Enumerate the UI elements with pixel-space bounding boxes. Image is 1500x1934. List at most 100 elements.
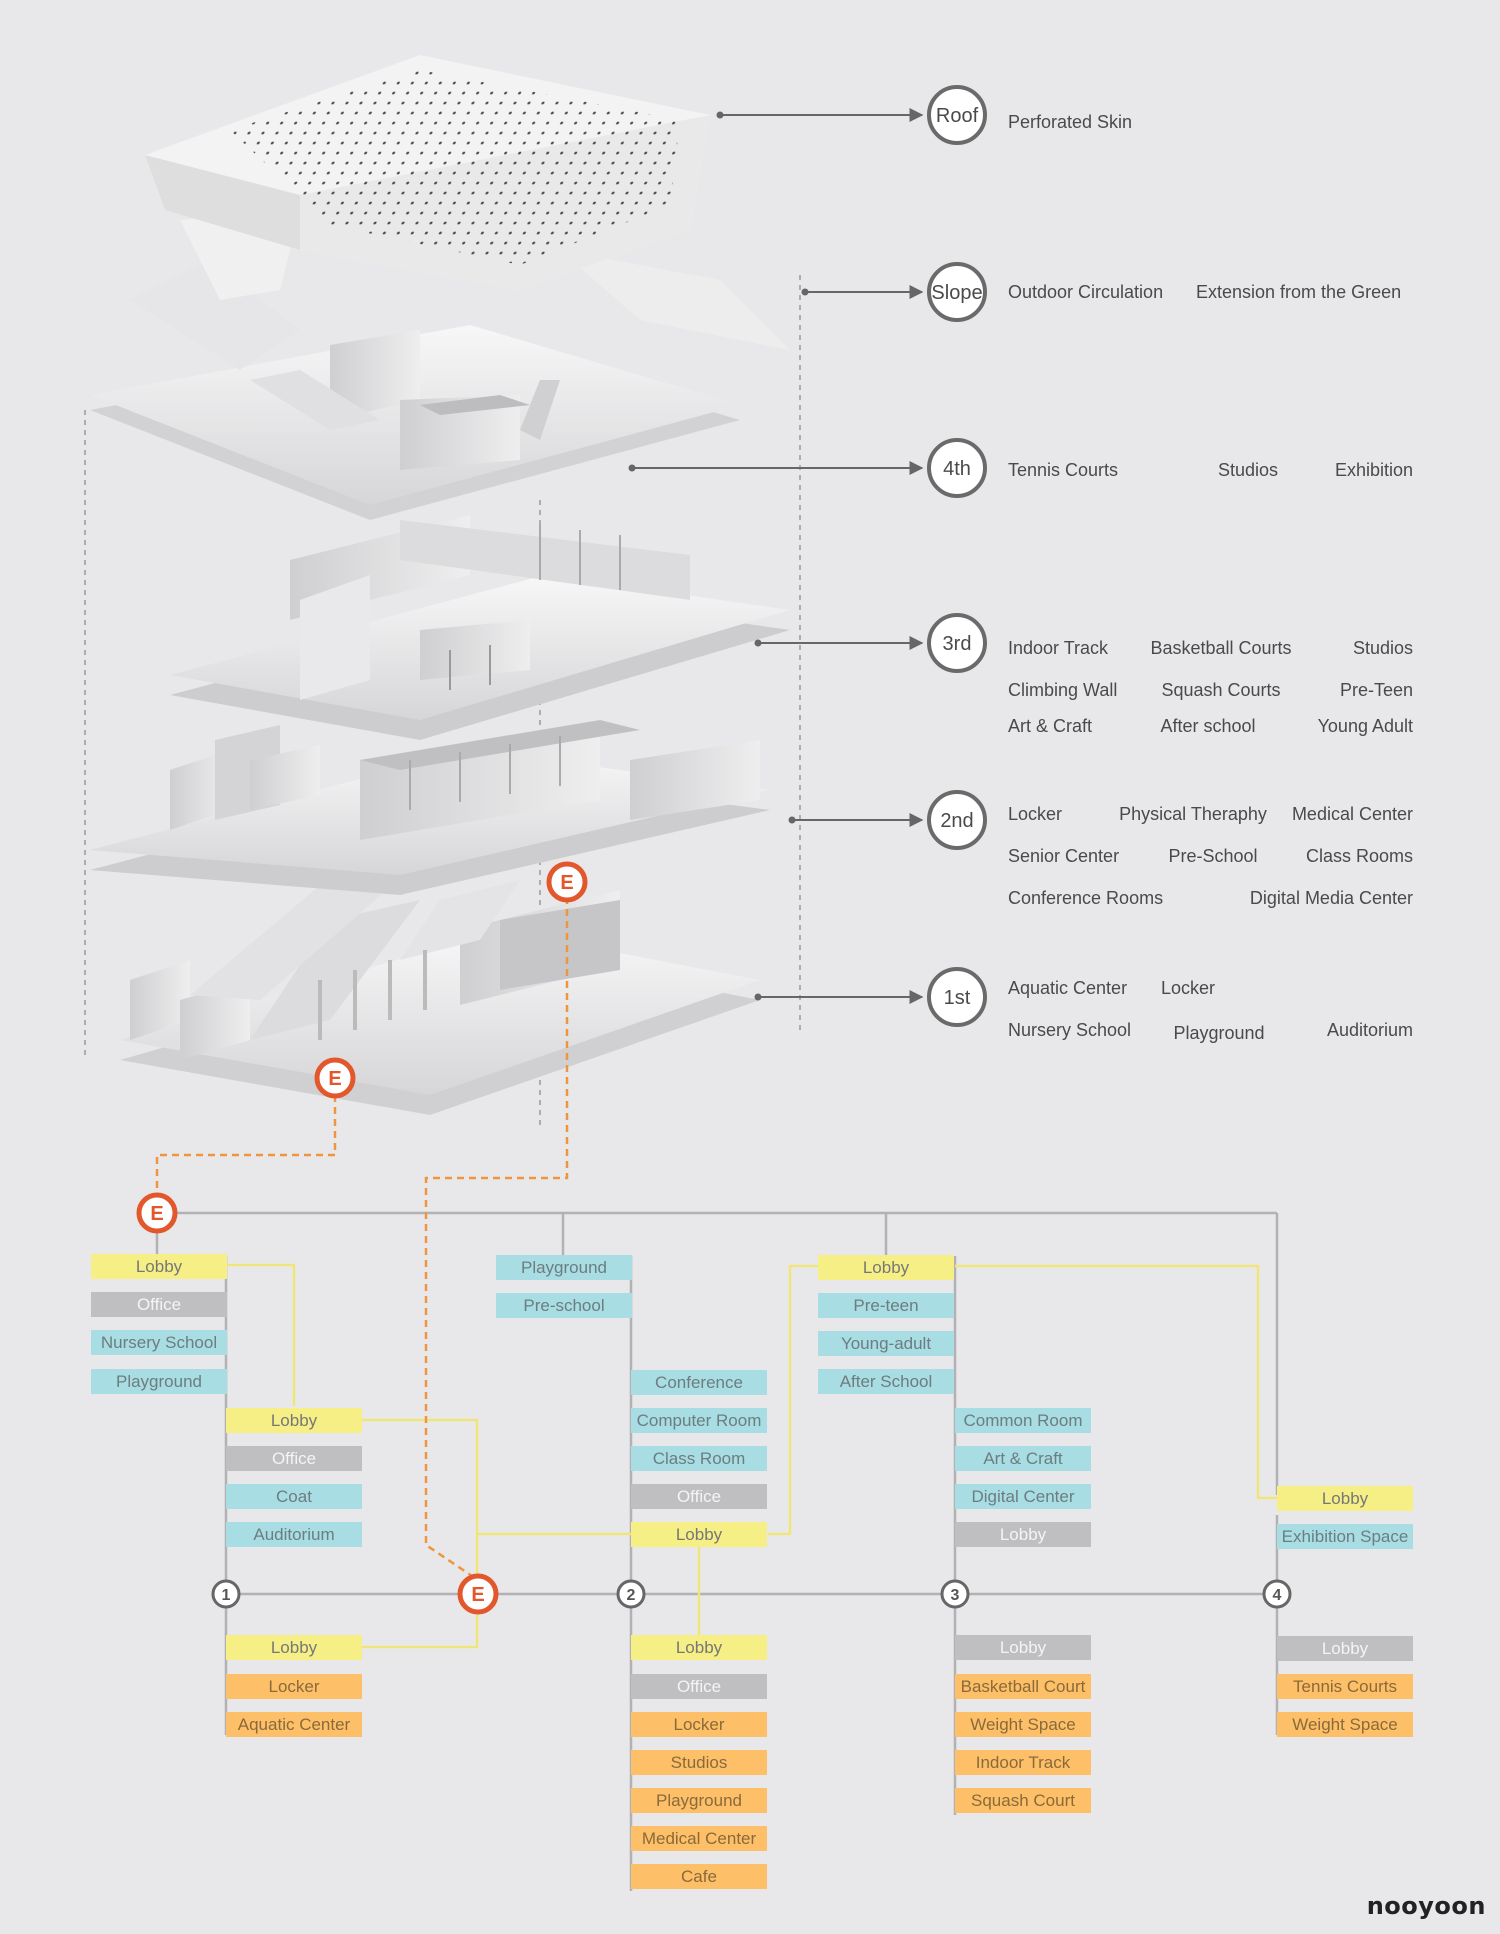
program-block-lobby: Lobby: [818, 1255, 954, 1280]
program-block-fill: [91, 1330, 227, 1355]
program-block-label: Conference: [655, 1373, 743, 1392]
floor-circle-4th: [927, 438, 987, 498]
program-block-lobby: Lobby: [631, 1635, 767, 1660]
program-block-fill: [955, 1712, 1091, 1737]
floor-program-label: Locker: [1161, 978, 1215, 998]
program-block-office: Office: [631, 1484, 767, 1509]
floor-program-label: Squash Courts: [1161, 680, 1280, 700]
program-block-lobby: Lobby: [226, 1408, 362, 1433]
floor-circle-1st: [927, 967, 987, 1027]
program-block-label: Coat: [276, 1487, 312, 1506]
floor-circle-label: 3rd: [943, 633, 972, 655]
floor-program-label: Studios: [1353, 638, 1413, 658]
level-number: 3: [951, 1587, 960, 1604]
program-block-label: Weight Space: [1292, 1715, 1398, 1734]
program-block-label: Aquatic Center: [238, 1715, 351, 1734]
program-block-label: Auditorium: [253, 1525, 334, 1544]
entrance-marker: E: [136, 1192, 178, 1234]
floor-slab-3rd: [170, 515, 790, 740]
entrance-marker: E: [546, 861, 588, 903]
program-block-fill: [955, 1446, 1091, 1471]
program-block-sport: Playground: [631, 1788, 767, 1813]
program-block-fill: [818, 1331, 954, 1356]
program-block-program: Playground: [496, 1255, 632, 1280]
program-block-label: Nursery School: [101, 1333, 217, 1352]
program-block-label: Indoor Track: [976, 1753, 1071, 1772]
floor-program-label: Class Rooms: [1306, 846, 1413, 866]
entrance-letter: E: [471, 1584, 484, 1606]
program-block-program: Art & Craft: [955, 1446, 1091, 1471]
program-block-label: Playground: [656, 1791, 742, 1810]
program-block-label: Pre-school: [523, 1296, 604, 1315]
program-block-label: Locker: [673, 1715, 724, 1734]
program-block-fill: [818, 1369, 954, 1394]
program-block-fill: [955, 1484, 1091, 1509]
program-block-fill: [226, 1712, 362, 1737]
entrance-circle: [457, 1573, 499, 1615]
program-block-label: Class Room: [653, 1449, 746, 1468]
floor-program-label: Digital Media Center: [1250, 888, 1413, 908]
floor-program-label: After school: [1160, 716, 1255, 736]
program-block-fill: [1277, 1674, 1413, 1699]
program-block-fill: [955, 1635, 1091, 1660]
entrance-marker: E: [457, 1573, 499, 1615]
entrance-circle: [314, 1057, 356, 1099]
program-block-program: Young-adult: [818, 1331, 954, 1356]
program-block-label: Lobby: [1000, 1638, 1047, 1657]
program-block-fill: [955, 1408, 1091, 1433]
program-block-label: Lobby: [676, 1638, 723, 1657]
level-marker-3: 3: [940, 1579, 970, 1609]
program-block-label: Lobby: [271, 1638, 318, 1657]
program-block-sport: Basketball Court: [955, 1674, 1091, 1699]
program-block-label: Common Room: [963, 1411, 1082, 1430]
program-block-program: Computer Room: [631, 1408, 767, 1433]
level-marker-1: 1: [211, 1579, 241, 1609]
floor-circle-label: 1st: [944, 987, 971, 1009]
program-block-label: Computer Room: [637, 1411, 762, 1430]
floor-program-label: Studios: [1218, 460, 1278, 480]
floor-circle-2nd: [927, 790, 987, 850]
program-block-program: Pre-school: [496, 1293, 632, 1318]
floor-circle-label: 4th: [943, 458, 971, 480]
floor-circle-slope: [927, 262, 987, 322]
program-block-fill: [631, 1788, 767, 1813]
program-block-fill: [631, 1370, 767, 1395]
roof-perforated-skin: [145, 55, 710, 290]
floor-circle-roof: [927, 85, 987, 145]
entrance-circle: [136, 1192, 178, 1234]
program-block-program: Coat: [226, 1484, 362, 1509]
program-block-sport: Medical Center: [631, 1826, 767, 1851]
floor-program-label: Extension from the Green: [1196, 282, 1401, 302]
program-block-fill: [955, 1750, 1091, 1775]
program-block-fill: [631, 1635, 767, 1660]
floor-program-label: Aquatic Center: [1008, 978, 1127, 998]
program-block-lobby: Lobby: [631, 1522, 767, 1547]
level-number: 4: [1273, 1587, 1282, 1604]
program-block-sport: Studios: [631, 1750, 767, 1775]
program-block-label: Digital Center: [972, 1487, 1075, 1506]
program-block-label: Exhibition Space: [1282, 1527, 1409, 1546]
program-block-label: Lobby: [271, 1411, 318, 1430]
entrance-circle: [546, 861, 588, 903]
program-block-label: Art & Craft: [983, 1449, 1063, 1468]
floor-program-label: Conference Rooms: [1008, 888, 1163, 908]
floor-program-label: Climbing Wall: [1008, 680, 1117, 700]
program-block-fill: [631, 1446, 767, 1471]
program-block-lobby: Lobby: [91, 1254, 227, 1279]
program-block-program: Digital Center: [955, 1484, 1091, 1509]
program-block-label: Office: [137, 1295, 181, 1314]
entrance-letter: E: [328, 1068, 341, 1090]
axonometric-model: [84, 55, 801, 1130]
floor-program-label: Perforated Skin: [1008, 112, 1132, 132]
level-circle: [1262, 1579, 1292, 1609]
entrance-markers: E E E E: [136, 861, 588, 1615]
floor-slab-2nd: [90, 720, 770, 895]
program-block-label: Lobby: [676, 1525, 723, 1544]
program-block-program: Pre-teen: [818, 1293, 954, 1318]
program-block-sport: Tennis Courts: [1277, 1674, 1413, 1699]
program-block-label: Cafe: [681, 1867, 717, 1886]
